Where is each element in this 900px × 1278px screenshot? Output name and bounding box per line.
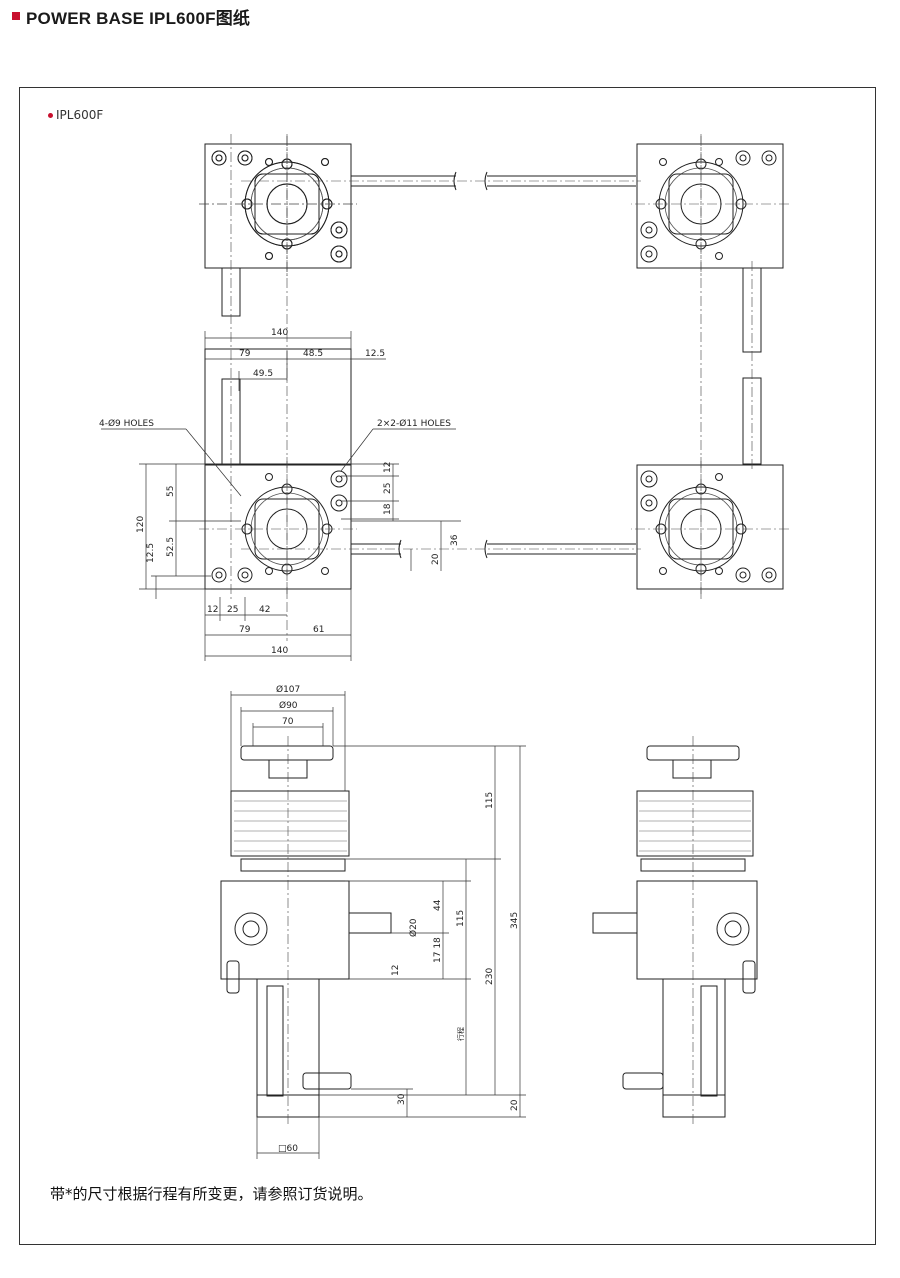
technical-drawing: 140 79 48.5 12.5 49.5 4-Ø9 HOLES 2×2-Ø11… (99, 134, 790, 1159)
dim-12-right: 12 (383, 462, 393, 473)
dim-phi90: Ø90 (279, 700, 298, 711)
dim-20-right: 20 (431, 553, 441, 565)
dim-12-bottom: 12 (207, 605, 218, 615)
dim-phi107: Ø107 (276, 684, 300, 695)
header-bullet-icon (12, 12, 20, 20)
dim-20: 20 (510, 1099, 520, 1111)
dim-25-right: 25 (383, 483, 393, 494)
model-label: IPL600F (48, 108, 103, 122)
bullet-dot-icon (48, 112, 53, 118)
elevation-left (220, 745, 392, 1118)
dim-61-bottom: 61 (313, 625, 324, 635)
label-2x2-holes: 2×2-Ø11 HOLES (377, 418, 451, 429)
dim-115-mid: 115 (456, 910, 466, 927)
dim-42-bottom: 42 (259, 605, 270, 615)
dim-140-bottom: 140 (271, 646, 288, 656)
dim-52-5: 52.5 (166, 537, 176, 557)
dim-230: 230 (485, 968, 495, 985)
page-title: POWER BASE IPL600F图纸 (26, 8, 251, 28)
dim-48-5: 48.5 (303, 349, 323, 359)
dim-115-top: 115 (485, 792, 495, 809)
dim-12-5-top: 12.5 (365, 349, 385, 359)
dim-49-5: 49.5 (253, 369, 273, 379)
label-4-holes: 4-Ø9 HOLES (99, 418, 154, 429)
dim-18-right: 18 (383, 503, 393, 515)
drawing-sheet: IPL600F (19, 87, 876, 1245)
dim-79-bottom: 79 (239, 625, 251, 635)
dim-55: 55 (166, 486, 176, 497)
footnote: 带*的尺寸根据行程有所变更，请参照订货说明。 (50, 1185, 373, 1203)
dim-phi20: Ø20 (408, 918, 419, 937)
dim-44: 44 (433, 899, 443, 911)
dim-120: 120 (136, 516, 146, 533)
dim-345: 345 (510, 912, 520, 929)
unit-top-left (198, 135, 358, 277)
dim-140-top: 140 (271, 328, 288, 338)
label-stroke: 行程 (456, 1027, 465, 1041)
page-header: POWER BASE IPL600F图纸 (12, 6, 251, 28)
dim-79-top: 79 (239, 349, 251, 359)
dim-25-bottom: 25 (227, 605, 238, 615)
dim-17-18: 17 18 (433, 937, 443, 963)
dim-70: 70 (282, 717, 294, 727)
dim-36-right: 36 (450, 534, 460, 546)
dim-12: 12 (391, 965, 401, 976)
dim-30: 30 (397, 1093, 407, 1105)
elevation-right (592, 745, 758, 1118)
model-label-text: IPL600F (56, 108, 104, 122)
dim-square-60: □60 (278, 1144, 298, 1154)
dim-12-5-left: 12.5 (146, 543, 156, 563)
